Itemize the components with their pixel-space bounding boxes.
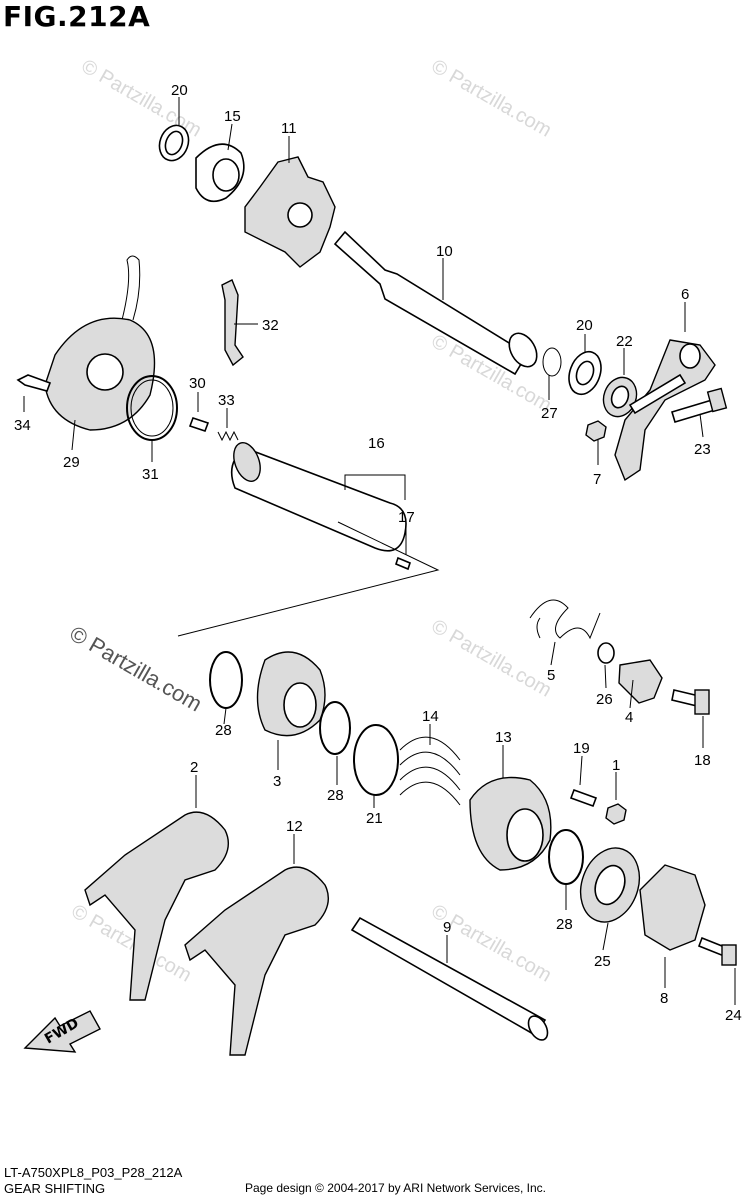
part-4-stopper <box>618 659 663 704</box>
part-14-spring <box>399 736 461 806</box>
callout-19: 19 <box>573 740 590 757</box>
callout-29: 29 <box>63 454 80 471</box>
part-32-clamp <box>221 279 244 367</box>
callout-22: 22 <box>616 333 633 350</box>
callout-33: 33 <box>218 392 235 409</box>
callout-9: 9 <box>443 919 451 936</box>
leader-lines <box>23 97 736 1005</box>
callout-15: 15 <box>224 108 241 125</box>
callout-31: 31 <box>142 466 159 483</box>
part-19-bolt <box>569 788 598 808</box>
part-11-hole <box>287 202 313 228</box>
part-6-gearshift-lever <box>614 339 716 482</box>
part-10-gearshift-shaft <box>333 230 529 376</box>
part-29-wire <box>121 255 141 321</box>
callout-18: 18 <box>694 752 711 769</box>
part-33-spring <box>217 430 239 442</box>
part-20-washer-hole <box>164 130 184 156</box>
callout-6: 6 <box>681 286 689 303</box>
part-23-bolt <box>671 399 716 423</box>
part-9-end <box>527 1015 549 1041</box>
callout-20: 20 <box>171 82 188 99</box>
part-20b-hole <box>575 360 595 386</box>
callout-23: 23 <box>694 441 711 458</box>
callout-13: 13 <box>495 729 512 746</box>
callout-7: 7 <box>593 471 601 488</box>
part-16-bracket <box>344 474 406 490</box>
part-2-gearshift-fork <box>84 811 229 1001</box>
callout-5: 5 <box>547 667 555 684</box>
part-21-washer <box>353 724 399 796</box>
callout-34: 34 <box>14 417 31 434</box>
part-30-pin <box>188 416 210 433</box>
part-17-pin <box>395 556 411 571</box>
callout-8: 8 <box>660 990 668 1007</box>
part-13-bore <box>506 808 544 862</box>
page-credit: Page design © 2004-2017 by ARI Network S… <box>245 1181 547 1195</box>
part-27-circlip <box>542 347 562 377</box>
callout-17: 17 <box>398 509 415 526</box>
callout-25: 25 <box>594 953 611 970</box>
callout-27: 27 <box>541 405 558 422</box>
part-10-shaft-splines <box>508 332 538 368</box>
part-16-end <box>233 442 261 482</box>
part-12-gearshift-fork <box>184 866 329 1056</box>
part-18-bolt-head <box>694 689 710 715</box>
callout-1: 1 <box>612 757 620 774</box>
watermark-text: © Partzilla.com <box>428 615 556 701</box>
part-6-hole <box>679 343 701 369</box>
part-28-circlip <box>548 829 584 885</box>
callout-11: 11 <box>281 120 297 137</box>
callout-16: 16 <box>368 435 385 452</box>
callout-24: 24 <box>725 1007 742 1024</box>
section-name: GEAR SHIFTING <box>4 1181 106 1196</box>
part-28-circlip <box>209 651 243 709</box>
callout-10: 10 <box>436 243 453 260</box>
callout-3: 3 <box>273 773 281 790</box>
watermark-text: © Partzilla.com <box>428 55 556 141</box>
watermark-main: © Partzilla.com <box>66 621 207 717</box>
callout-28c: 28 <box>556 916 573 933</box>
fwd-direction-arrow: FWD <box>23 1010 101 1053</box>
callout-28a: 28 <box>215 722 232 739</box>
callout-28b: 28 <box>327 787 344 804</box>
callout-14: 14 <box>422 708 439 725</box>
part-23-bolt-head <box>706 387 728 413</box>
part-15-spring-center <box>212 158 240 192</box>
callout-4: 4 <box>625 709 633 726</box>
part-6-bolt <box>628 373 687 415</box>
part-1-nut <box>605 803 627 825</box>
part-22-hole <box>610 385 630 409</box>
callout-32: 32 <box>262 317 279 334</box>
part-26-washer <box>597 642 615 664</box>
callout-20b: 20 <box>576 317 593 334</box>
callout-2: 2 <box>190 759 198 776</box>
part-24-bolt-head <box>721 944 737 966</box>
diagram-code: LT-A750XPL8_P03_P28_212A <box>4 1165 183 1180</box>
part-8-gearshift-cam-gear <box>639 864 706 951</box>
figure-title: FIG.212A <box>3 0 151 33</box>
part-31-o-ring-inner <box>130 379 174 437</box>
callout-21: 21 <box>366 810 383 827</box>
callout-12: 12 <box>286 818 303 835</box>
part-28-circlip <box>319 701 351 755</box>
part-29-center <box>86 353 124 391</box>
callout-26: 26 <box>596 691 613 708</box>
callout-labels: 20 15 11 10 6 32 20 22 34 30 33 27 7 23 … <box>14 82 742 1024</box>
part-3-bore <box>283 682 317 728</box>
part-25-bore <box>594 864 626 906</box>
assembly-guide-line <box>177 521 440 637</box>
part-34-bolt <box>16 374 52 392</box>
part-5-spring <box>529 599 601 640</box>
part-7-nut <box>585 420 607 442</box>
part-9-gearshift-fork-shaft <box>350 916 547 1037</box>
callout-30: 30 <box>189 375 206 392</box>
